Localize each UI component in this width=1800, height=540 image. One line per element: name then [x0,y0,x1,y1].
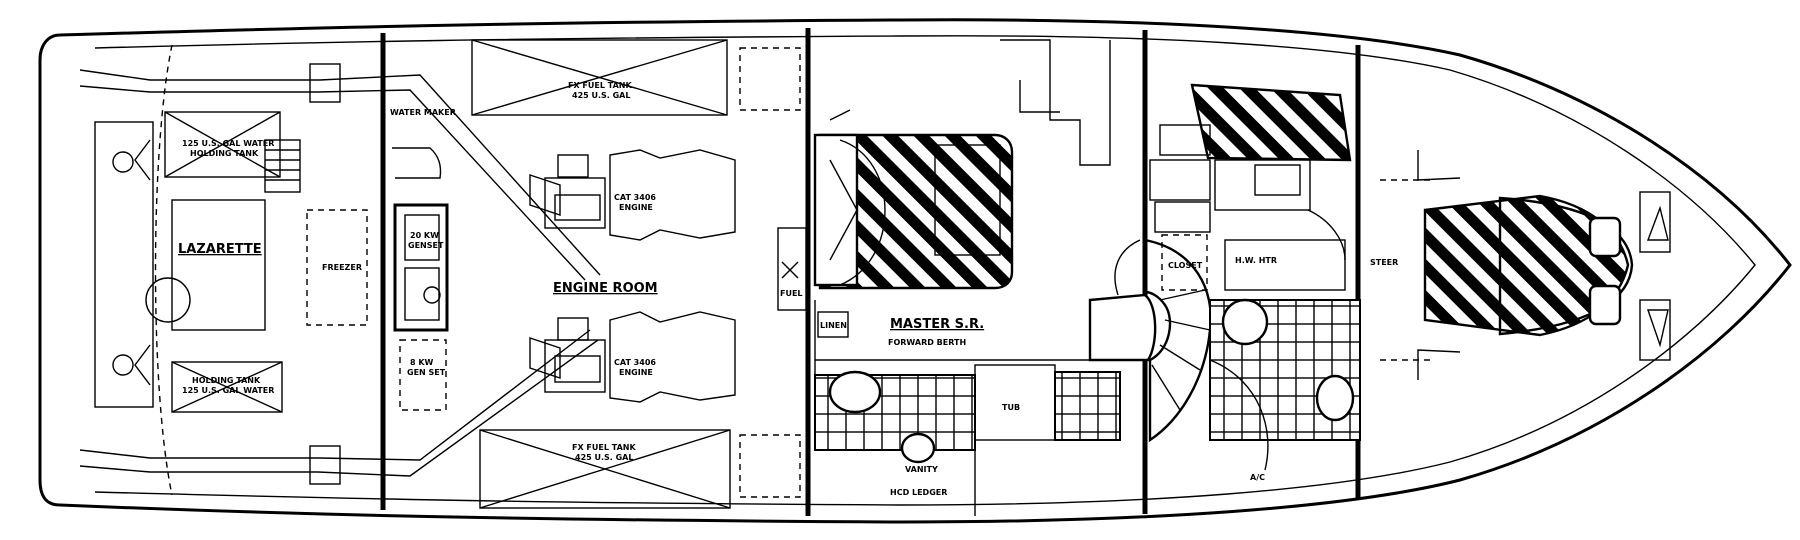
steering-label: STEER [1370,258,1398,267]
shower-grid [1054,371,1121,441]
engine-stbd: CAT 3406 ENGINE [529,311,736,403]
forward-stateroom: STEER [1370,150,1671,380]
v-berth [1423,194,1630,337]
lazarette-area: LAZARETTE 125 U.S. GAL WATER HOLDING TAN… [94,111,368,413]
fuel-tank-top-label-2: 425 U.S. GAL [572,91,630,100]
engine-room-label: ENGINE ROOM [553,281,658,296]
lazarette-ladder [264,139,301,193]
forward-head-hatch [1190,83,1352,162]
engine-stbd-sub-label: ENGINE [619,368,653,377]
hot-water-label: H.W. HTR [1235,256,1277,265]
engine-room: FX FUEL TANK 425 U.S. GAL FX FUEL TANK 4… [390,39,807,509]
closet-label: CLOSET [1168,261,1203,270]
exhaust-pipes [79,63,601,485]
fuel-tank-top-label-1: FX FUEL TANK [568,81,632,90]
master-stateroom: MASTER S.R. FORWARD BERTH TUB VANITY HCD… [813,39,1121,516]
forward-berth-label: FORWARD BERTH [888,338,966,347]
water-tank-top-label-2: HOLDING TANK [190,149,259,158]
linen-locker-label: LINEN [820,321,847,330]
fuel-tank-bot-label-1: FX FUEL TANK [572,443,636,452]
mid-section: CLOSET H.W. HTR A/C [1088,83,1361,482]
hood-ledger-label: HCD LEDGER [890,488,947,497]
engine-port-label: CAT 3406 [614,193,656,202]
water-tank-bot-label-2: 125 U.S. GAL WATER [182,386,274,395]
generator-top-label-1: 20 KW [410,231,439,240]
master-bed [818,133,1014,290]
hull-inner-rail [94,35,1756,506]
fuel-pump-label: FUEL [780,289,803,298]
lazarette-label: LAZARETTE [178,242,262,257]
engine-port-sub-label: ENGINE [619,203,653,212]
engine-stbd-label: CAT 3406 [614,358,656,367]
tub-label: TUB [1002,403,1020,412]
generator-bot-label-2: GEN SET [407,368,446,377]
generator-top-label-2: GENSET [408,241,444,250]
fuel-tank-bot-label-2: 425 U.S. GAL [575,453,633,462]
water-maker-label: WATER MAKER [390,108,456,117]
water-tank-top-label-1: 125 U.S. GAL WATER [182,139,274,148]
generator-bot-label-1: 8 KW [410,358,434,367]
engine-port: CAT 3406 ENGINE [529,149,736,241]
master-sr-label: MASTER S.R. [890,317,984,332]
vanity-label: VANITY [905,465,938,474]
stern-dash-line [154,44,173,496]
freezer-label: FREEZER [322,263,362,272]
water-tank-bot-label-1: HOLDING TANK [192,376,261,385]
hull-outline [38,18,1792,524]
tank-ac-label: A/C [1250,473,1265,482]
